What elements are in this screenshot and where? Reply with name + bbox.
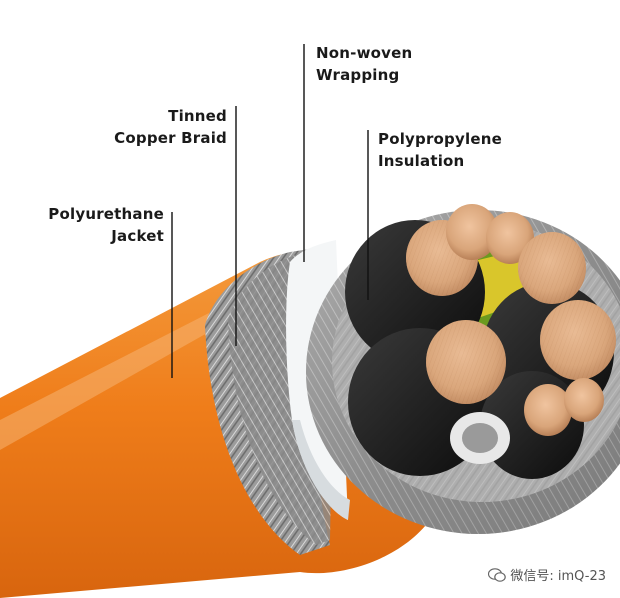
wrapping-shadow [292,420,350,520]
watermark: 微信号: imQ-23 [488,565,606,584]
copper-conductor-8 [564,378,604,422]
label-polyurethane-jacket: Polyurethane Jacket [48,203,164,247]
copper-conductor-3 [486,212,534,264]
label-wrapping-line1: Non-woven [316,44,413,62]
copper-conductor-7 [524,384,572,436]
label-insulation-line2: Insulation [378,152,465,170]
label-polypropylene-insulation: Polypropylene Insulation [378,128,502,172]
label-jacket-line2: Jacket [111,227,164,245]
label-wrapping-line2: Wrapping [316,66,400,84]
jacket-highlight [0,292,262,450]
watermark-text: 微信号: imQ-23 [510,569,606,584]
label-insulation-line1: Polypropylene [378,130,502,148]
wechat-icon [488,567,507,582]
label-non-woven-wrapping: Non-woven Wrapping [316,42,412,86]
label-braid-line1: Tinned [168,107,227,125]
label-jacket-line1: Polyurethane [48,205,164,223]
label-tinned-copper-braid: Tinned Copper Braid [114,105,227,149]
copper-conductor-2 [446,204,498,260]
label-braid-line2: Copper Braid [114,129,227,147]
